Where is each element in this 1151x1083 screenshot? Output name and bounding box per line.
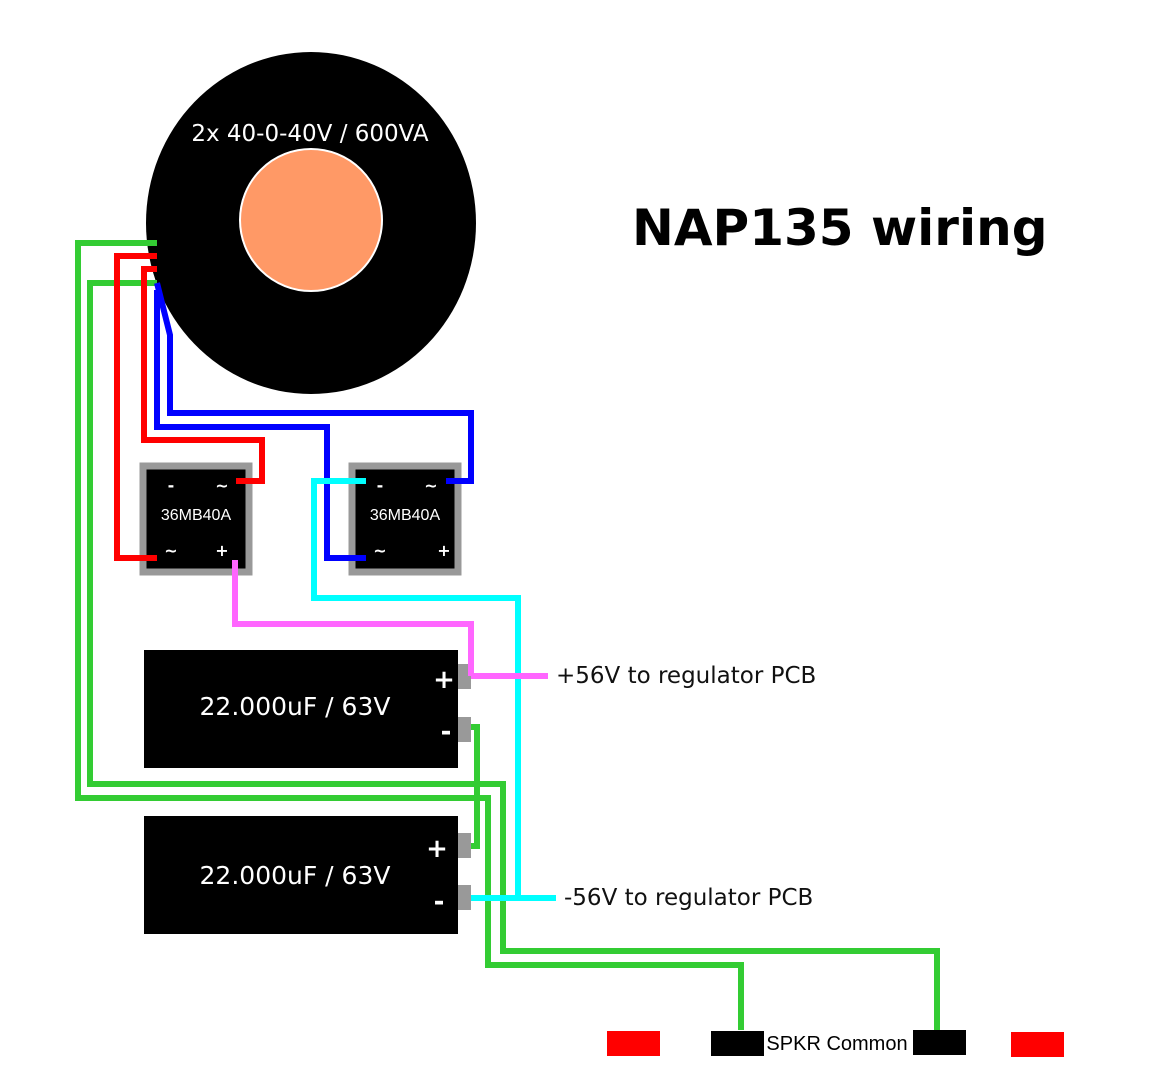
capacitor-2: 22.000uF / 63V + -	[144, 816, 471, 934]
wire-green-center-tap-a	[75, 240, 744, 1030]
capacitor-1: 22.000uF / 63V + -	[144, 650, 471, 768]
capacitor-1-label: 22.000uF / 63V	[200, 692, 391, 721]
speaker-left-common-terminal	[711, 1031, 764, 1056]
speaker-terminals: SPKR Common	[607, 1030, 1064, 1057]
bridge-1-pin-plus: +	[215, 541, 228, 560]
bridge-2-pin-plus: +	[437, 541, 450, 560]
speaker-right-common-terminal	[913, 1030, 966, 1055]
bridge-1-pin-ac-top: ~	[215, 476, 228, 495]
negative-rail-label: -56V to regulator PCB	[564, 885, 813, 911]
speaker-right-positive-terminal	[1011, 1032, 1064, 1057]
bridge-rectifier-1: 36MB40A - ~ ~ +	[139, 462, 253, 576]
speaker-left-positive-terminal	[607, 1031, 660, 1056]
bridge-1-pin-ac-bottom: ~	[164, 541, 177, 560]
capacitor-1-body	[144, 650, 458, 768]
positive-rail-label: +56V to regulator PCB	[556, 663, 816, 689]
capacitor-1-minus-sign: -	[441, 717, 452, 747]
capacitor-2-minus-sign: -	[434, 887, 445, 917]
wire-green-center-tap-b	[87, 280, 940, 1030]
bridge-1-body	[139, 462, 253, 576]
bridge-1-pin-minus: -	[168, 476, 175, 495]
capacitor-2-minus-terminal	[458, 885, 471, 910]
capacitor-2-plus-terminal	[458, 833, 471, 858]
wire-blue-ac-2	[154, 290, 366, 561]
toroidal-transformer: 2x 40-0-40V / 600VA	[146, 52, 476, 394]
wire-red-ac-1	[114, 253, 157, 561]
capacitor-1-plus-sign: +	[433, 665, 455, 695]
capacitor-1-minus-terminal	[458, 717, 471, 742]
transformer-label: 2x 40-0-40V / 600VA	[191, 121, 429, 147]
wire-green-cap-midpoint	[471, 724, 480, 849]
speaker-common-label: SPKR Common	[766, 1033, 907, 1055]
bridge-2-body	[348, 462, 462, 576]
bridge-1-label: 36MB40A	[161, 507, 232, 524]
bridge-2-pin-ac-top: ~	[424, 476, 437, 495]
capacitor-2-label: 22.000uF / 63V	[200, 861, 391, 890]
capacitor-2-plus-sign: +	[426, 834, 448, 864]
bridge-2-pin-minus: -	[377, 476, 384, 495]
wire-magenta-positive	[232, 560, 474, 676]
wire-blue-ac-1	[154, 282, 474, 484]
wire-red-ac-2	[141, 266, 265, 484]
bridge-2-label: 36MB40A	[370, 507, 441, 524]
capacitor-2-body	[144, 816, 458, 934]
bridge-rectifier-2: 36MB40A - ~ ~ +	[348, 462, 462, 576]
diagram-title: NAP135 wiring	[632, 199, 1047, 257]
bridge-2-pin-ac-bottom: ~	[373, 541, 386, 560]
transformer-core	[239, 148, 383, 292]
capacitor-1-plus-terminal	[458, 664, 471, 689]
